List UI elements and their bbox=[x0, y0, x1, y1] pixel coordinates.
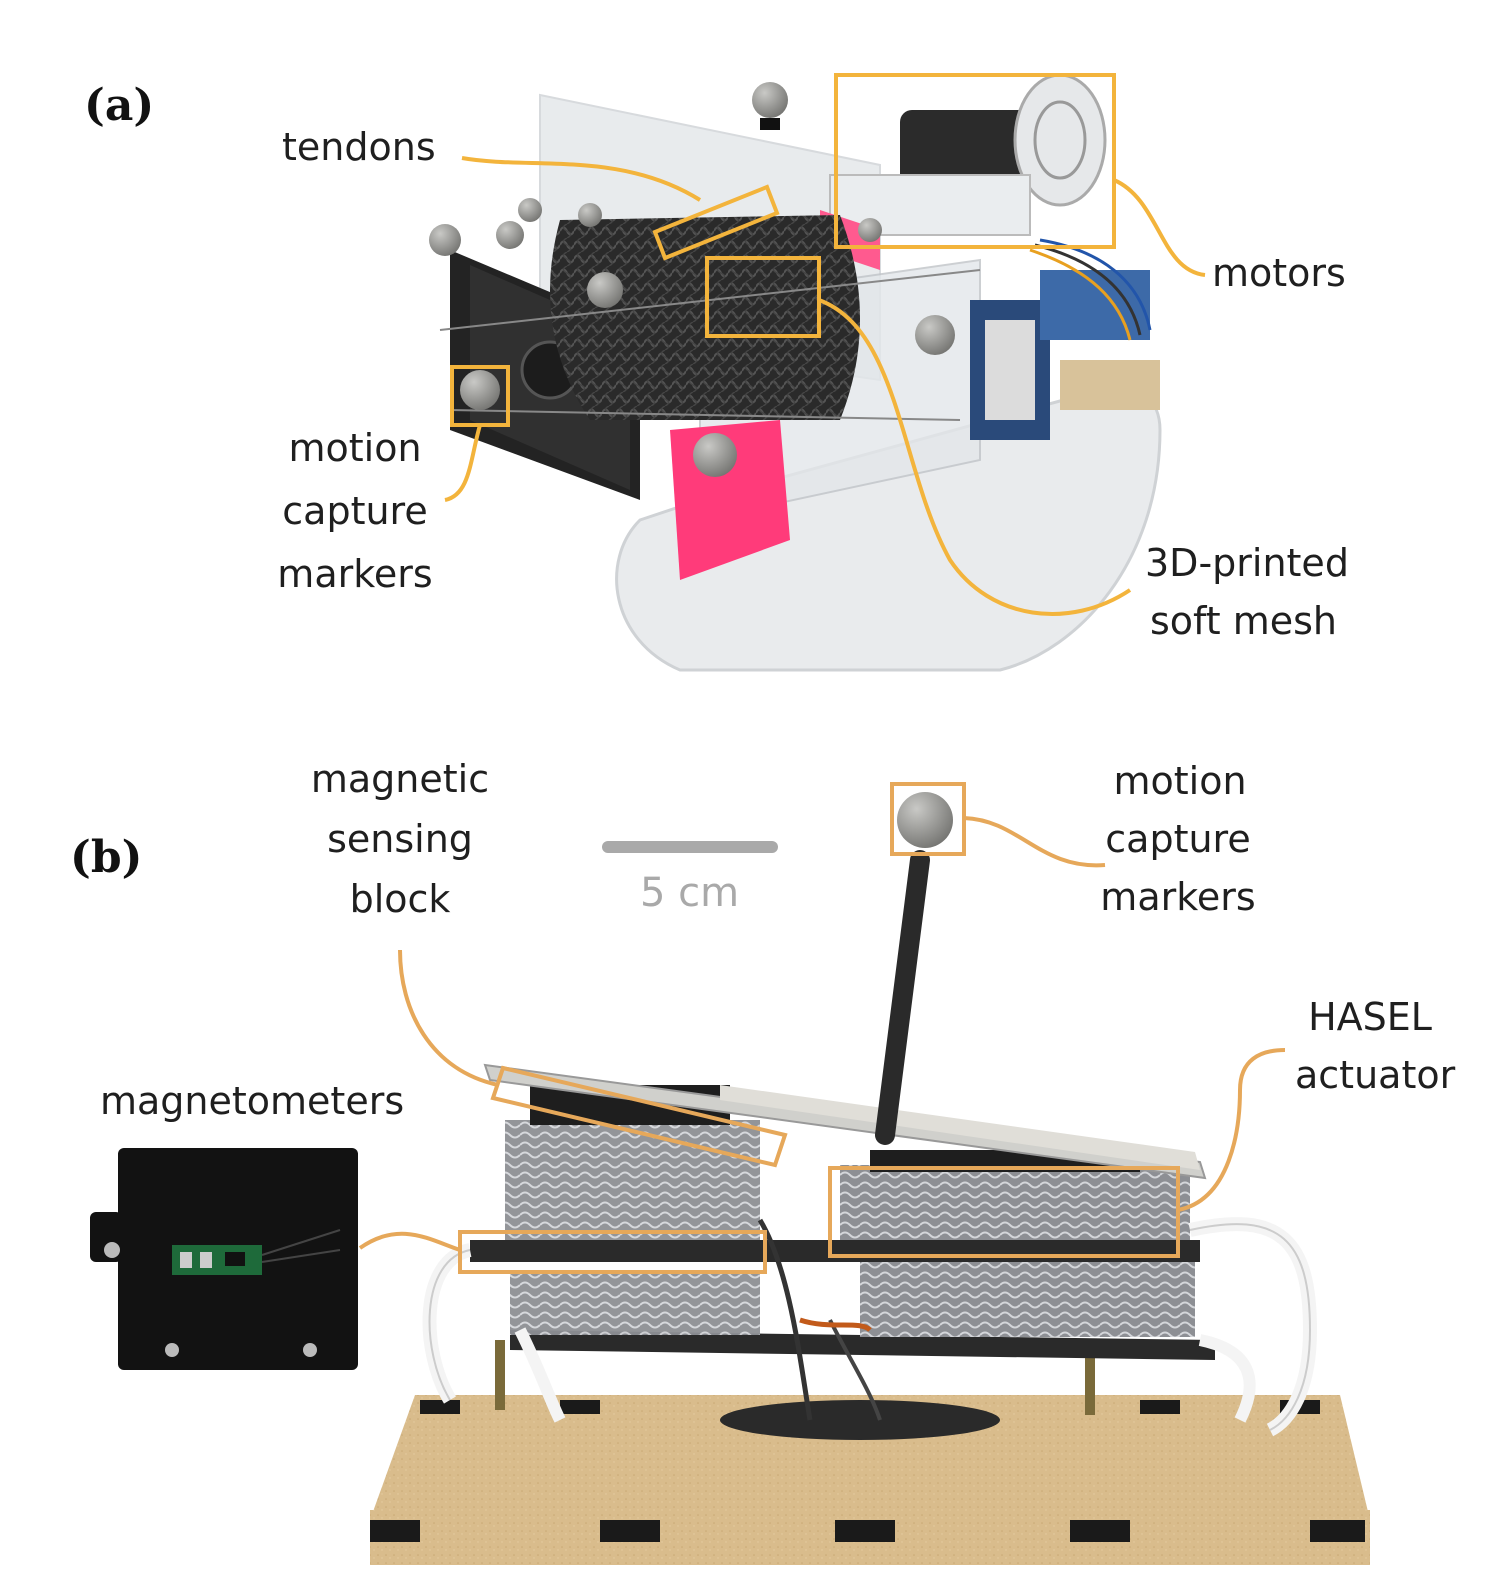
label-hasel-line2: actuator bbox=[1295, 1053, 1456, 1097]
tendons-leader bbox=[461, 156, 702, 202]
label-motion-a-line1: motion bbox=[288, 426, 422, 470]
label-motors: motors bbox=[1212, 251, 1346, 295]
markers-leader-b bbox=[963, 816, 1106, 868]
label-sensing-line3: block bbox=[349, 877, 451, 921]
hasel-leader bbox=[1177, 1048, 1286, 1212]
label-motion-a-line2: capture bbox=[282, 489, 428, 533]
label-sensing-line2: sensing bbox=[327, 817, 473, 861]
marker-balls-a bbox=[429, 82, 955, 477]
motors-leader bbox=[1113, 178, 1206, 277]
label-motion-b-line1: motion bbox=[1113, 759, 1247, 803]
magnetometer-leader bbox=[358, 1231, 461, 1252]
mesh-leader bbox=[818, 298, 1132, 616]
label-motion-a-line3: markers bbox=[277, 552, 433, 596]
label-magnetometers: magnetometers bbox=[100, 1079, 405, 1123]
label-motion-b-line2: capture bbox=[1105, 817, 1251, 861]
motors-box bbox=[834, 73, 1116, 249]
scale-bar-label: 5 cm bbox=[640, 870, 740, 916]
hasel-box bbox=[828, 1166, 1180, 1258]
hasel-rig-photo bbox=[370, 792, 1370, 1565]
callouts-a bbox=[444, 73, 1206, 616]
marker-leader-a bbox=[444, 424, 482, 502]
robot-a-photo bbox=[429, 73, 1162, 672]
sensing-box bbox=[490, 1065, 788, 1168]
label-motion-b-line3: markers bbox=[1100, 875, 1256, 919]
callouts-b bbox=[358, 782, 1286, 1274]
mesh-box bbox=[705, 256, 821, 338]
tendons-box bbox=[652, 184, 780, 261]
label-sensing-line1: magnetic bbox=[310, 757, 490, 801]
label-mesh-line1: 3D-printed bbox=[1145, 541, 1349, 585]
sensing-leader bbox=[398, 949, 499, 1087]
panel-b-tag: (b) bbox=[70, 832, 143, 883]
label-tendons: tendons bbox=[282, 125, 436, 169]
magnetometer-box bbox=[458, 1230, 767, 1274]
label-mesh-line2: soft mesh bbox=[1150, 599, 1338, 643]
magnetometer-board-photo bbox=[90, 1148, 358, 1370]
panel-a-tag: (a) bbox=[84, 80, 155, 131]
label-hasel-line1: HASEL bbox=[1308, 995, 1432, 1039]
